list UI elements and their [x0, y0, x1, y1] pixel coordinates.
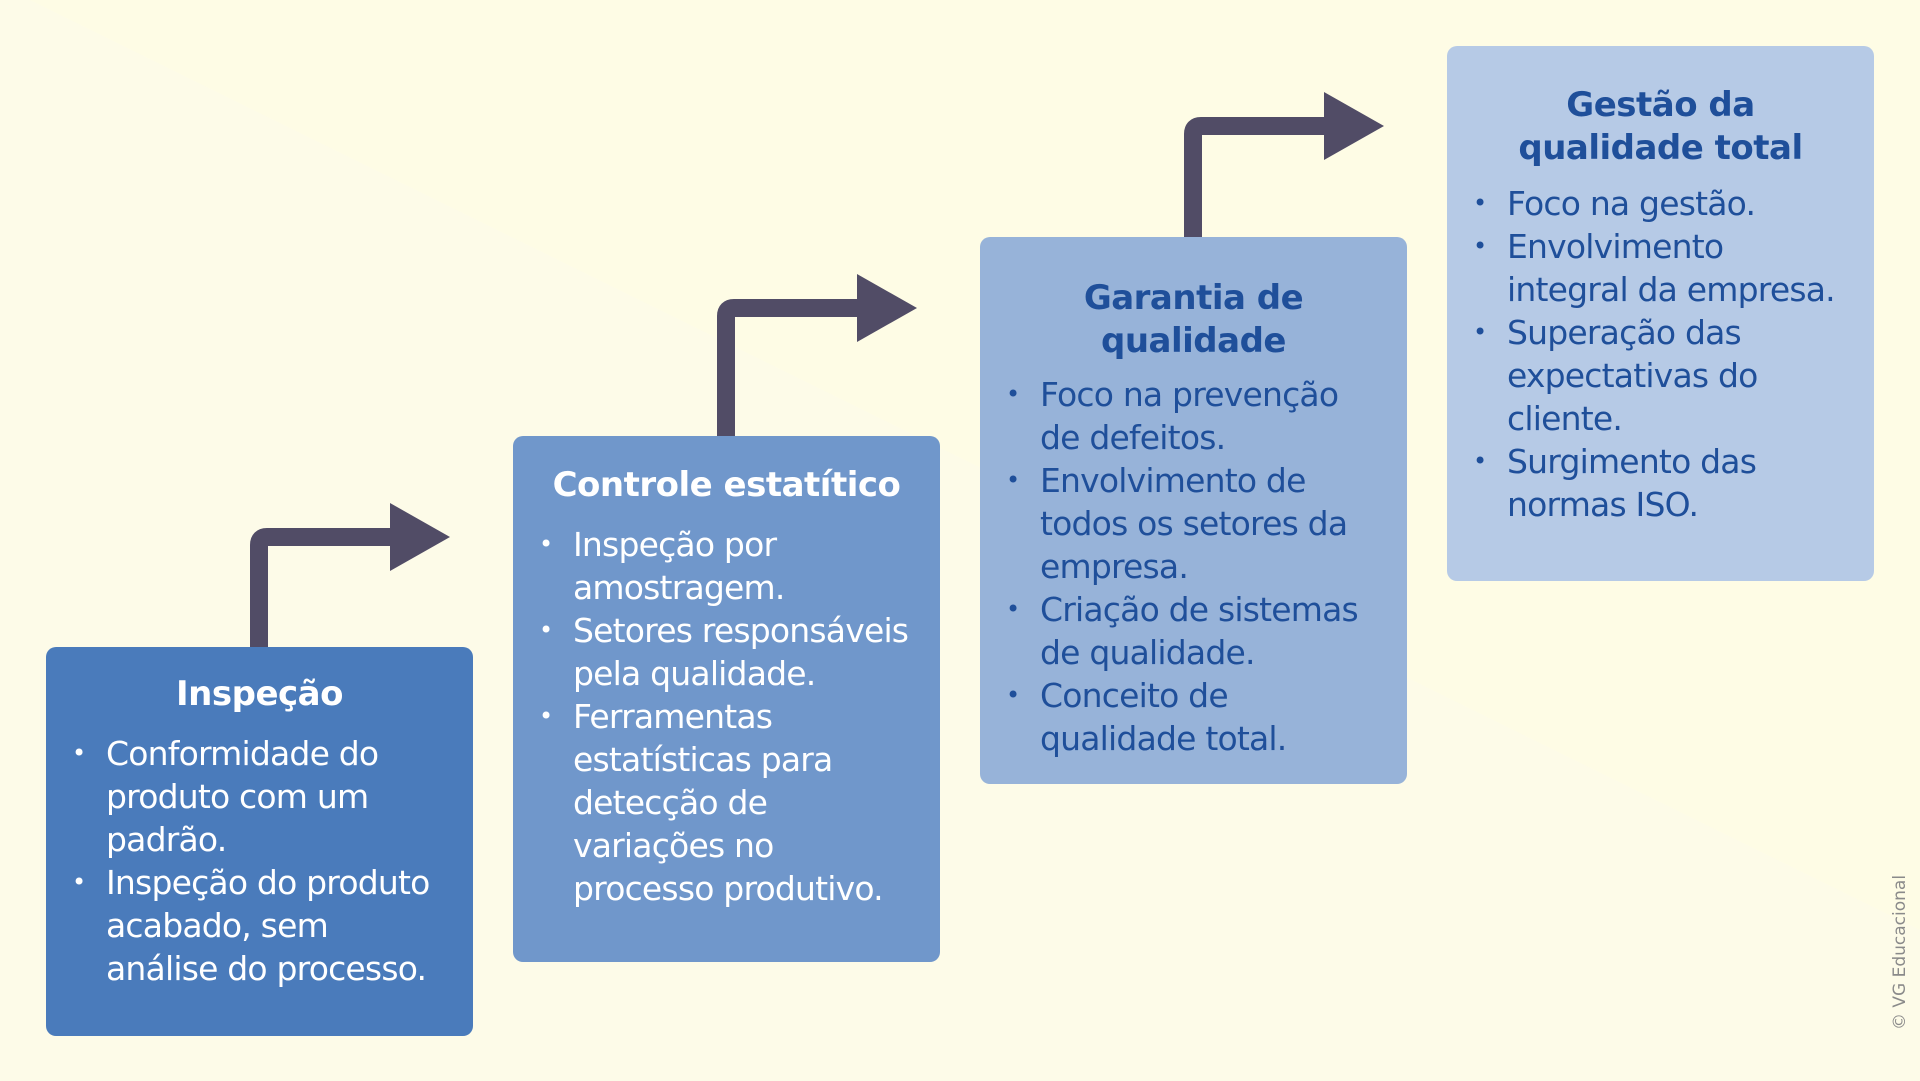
stage-title: Garantia de qualidade: [1083, 278, 1304, 361]
stage-title: Gestão da qualidade total: [1518, 85, 1803, 168]
list-item: Setores responsáveis pela qualidade.: [539, 609, 916, 695]
stage-items: Conformidade do produto com um padrão. I…: [70, 732, 449, 990]
list-item: Foco na prevenção de defeitos.: [1006, 373, 1383, 459]
list-item: Inspeção por amostragem.: [539, 523, 916, 609]
stage-title: Inspeção: [176, 674, 343, 714]
list-item: Superação das expectativas do cliente.: [1473, 311, 1850, 440]
stage-garantia-qualidade: Garantia de qualidade Foco na prevenção …: [980, 237, 1407, 784]
stage-items: Foco na gestão. Envolvimento integral da…: [1471, 182, 1850, 526]
stage-items: Inspeção por amostragem. Setores respons…: [537, 523, 916, 910]
copyright-credit: © VG Educacional: [1890, 874, 1910, 1030]
stage-controle-estatistico: Controle estatítico Inspeção por amostra…: [513, 436, 940, 962]
list-item: Envolvimento de todos os setores da empr…: [1006, 459, 1383, 588]
list-item: Inspeção do produto acabado, sem análise…: [72, 861, 449, 990]
stage-inspecao: Inspeção Conformidade do produto com um …: [46, 647, 473, 1036]
stage-title: Controle estatítico: [552, 465, 901, 505]
list-item: Conformidade do produto com um padrão.: [72, 732, 449, 861]
list-item: Ferramentas estatísticas para detecção d…: [539, 695, 916, 910]
list-item: Foco na gestão.: [1473, 182, 1850, 225]
stage-items: Foco na prevenção de defeitos. Envolvime…: [1004, 373, 1383, 760]
list-item: Criação de sistemas de qualidade.: [1006, 588, 1383, 674]
stage-gestao-qualidade-total: Gestão da qualidade total Foco na gestão…: [1447, 46, 1874, 581]
list-item: Envolvimento integral da empresa.: [1473, 225, 1850, 311]
list-item: Surgimento das normas ISO.: [1473, 440, 1850, 526]
list-item: Conceito de qualidade total.: [1006, 674, 1383, 760]
